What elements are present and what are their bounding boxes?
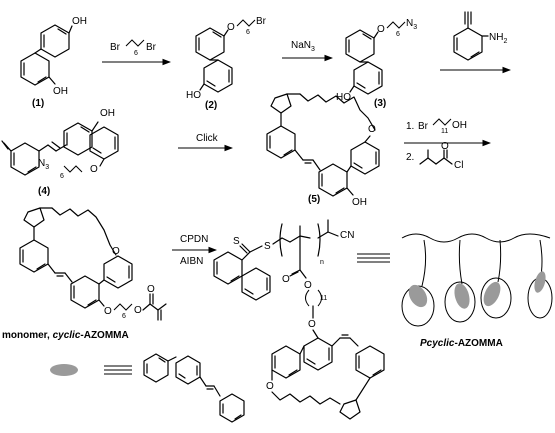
svg-text:O: O — [304, 280, 312, 291]
svg-text:NH2: NH2 — [489, 32, 507, 45]
svg-text:OH: OH — [100, 108, 115, 119]
polymer: S S n CN O O 11 O — [213, 219, 385, 420]
svg-text:Br: Br — [110, 42, 121, 53]
equivalence-sign — [357, 253, 390, 263]
svg-text:Br: Br — [146, 42, 157, 53]
azo-unit-ellipse — [454, 283, 470, 309]
svg-text:AIBN: AIBN — [180, 256, 203, 267]
svg-text:n: n — [320, 259, 324, 266]
svg-text:OH: OH — [352, 197, 367, 208]
compound-4: OH O 6 N3 (4) — [1, 108, 119, 197]
azo-unit-ellipse — [408, 284, 428, 308]
svg-text:Br: Br — [418, 121, 429, 132]
arrow-step-3: NH2 — [440, 11, 512, 74]
compound-2-label: (2) — [205, 100, 217, 111]
svg-text:6: 6 — [134, 50, 138, 57]
svg-text:OH: OH — [452, 120, 467, 131]
svg-text:2.: 2. — [406, 152, 414, 163]
arrow-click: Click — [178, 133, 234, 152]
compound-5-label: (5) — [308, 194, 320, 205]
svg-text:CN: CN — [340, 230, 354, 241]
svg-text:N3: N3 — [38, 158, 49, 171]
svg-text:O: O — [112, 246, 120, 257]
arrow-step-2: NaN3 — [282, 40, 334, 62]
svg-text:O: O — [266, 381, 274, 392]
svg-text:O: O — [147, 284, 155, 295]
svg-text:NaN3: NaN3 — [291, 40, 315, 53]
oh-label: OH — [53, 86, 68, 97]
legend-ellipse — [50, 364, 78, 376]
monomer: O O 6 O O monomer, cyclic-AZOMMA — [2, 207, 167, 341]
svg-text:HO: HO — [336, 92, 351, 103]
compound-2: O 6 Br HO (2) — [186, 16, 267, 111]
compound-5: O OH (5) — [266, 93, 380, 208]
svg-text:O: O — [441, 141, 449, 152]
svg-text:S: S — [233, 236, 240, 247]
svg-text:11: 11 — [441, 128, 448, 135]
svg-text:HO: HO — [186, 90, 201, 101]
svg-text:O: O — [377, 24, 385, 35]
arrow-polymerization: CPDN AIBN — [172, 234, 218, 267]
svg-text:Click: Click — [196, 133, 219, 144]
compound-1-label: (1) — [32, 98, 44, 109]
monomer-label: monomer, cyclic-AZOMMA — [2, 330, 129, 341]
oh-label: OH — [72, 16, 87, 27]
svg-text:Br: Br — [256, 16, 267, 27]
compound-3: O 6 N3 HO (3) — [336, 18, 417, 109]
compound-4-label: (4) — [38, 186, 50, 197]
svg-text:O: O — [368, 124, 376, 135]
svg-text:6: 6 — [122, 313, 126, 320]
svg-text:6: 6 — [396, 31, 400, 38]
svg-text:6: 6 — [246, 29, 250, 36]
svg-text:O: O — [308, 319, 316, 330]
svg-text:Cl: Cl — [454, 160, 463, 171]
arrow-step-1: Br 6 Br — [102, 39, 172, 66]
svg-text:11: 11 — [320, 295, 327, 302]
svg-text:O: O — [90, 164, 98, 175]
svg-text:CPDN: CPDN — [180, 234, 208, 245]
cartoon-label: Pcyclic-AZOMMA — [420, 338, 503, 349]
legend — [50, 353, 245, 423]
azo-unit-ellipse — [534, 271, 546, 293]
svg-text:1.: 1. — [406, 121, 414, 132]
polymer-cartoon: Pcyclic-AZOMMA — [401, 233, 553, 349]
svg-text:O: O — [282, 274, 290, 285]
svg-text:6: 6 — [60, 173, 64, 180]
compound-3-label: (3) — [374, 98, 386, 109]
svg-text:O: O — [134, 305, 142, 316]
compound-1: OH OH (1) — [20, 16, 87, 109]
svg-text:O: O — [104, 306, 112, 317]
svg-text:N3: N3 — [406, 18, 417, 31]
svg-text:O: O — [227, 22, 235, 33]
arrow-step-5: 1. Br 11 OH 2. O Cl — [404, 118, 492, 171]
azo-unit-ellipse — [483, 281, 501, 307]
svg-text:S: S — [264, 241, 271, 252]
